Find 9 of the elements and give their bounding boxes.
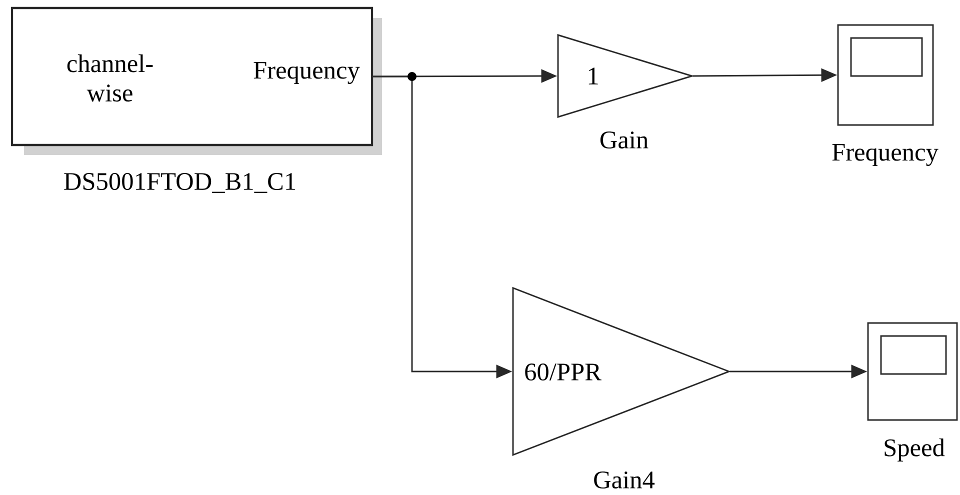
block-label: Gain [600,131,648,148]
block-label: DS5001FTOD_B1_C1 [64,172,296,194]
scope-drawing [837,24,934,126]
scope-drawing [867,322,958,421]
block-box: channel- wise Frequency [10,6,382,155]
block-label: Frequency [832,144,938,166]
gain-triangle: 1 [557,34,694,118]
block-label: Gain4 [594,471,655,488]
block-label: Speed [884,438,945,462]
